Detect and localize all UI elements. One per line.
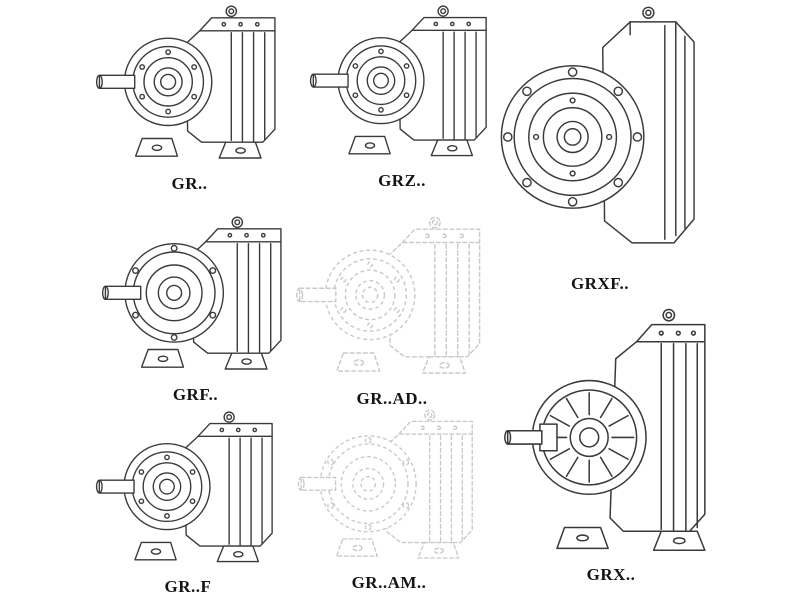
model-label-gr-f: GR..F — [164, 577, 212, 597]
model-label-gr-am: GR..AM.. — [351, 573, 427, 593]
gr-helical-foot-reducer-drawing — [92, 2, 287, 174]
grz-helical-foot-reducer-drawing — [306, 2, 498, 171]
figure-grf: GRF.. — [98, 213, 293, 405]
gr-ad-phantom-reducer-drawing — [292, 213, 492, 389]
grf-flange-input-reducer-drawing — [98, 213, 293, 385]
gr-am-phantom-flange-reducer-drawing — [294, 406, 484, 573]
model-label-grx: GRX.. — [586, 565, 636, 585]
figure-gr-ad: GR..AD.. — [292, 213, 492, 409]
model-label-gr: GR.. — [171, 173, 208, 193]
figure-grx: GRX.. — [502, 300, 720, 585]
model-label-grf: GRF.. — [172, 384, 219, 404]
figure-grxf: GRXF.. — [495, 0, 705, 294]
figure-gr-am: GR..AM.. — [294, 406, 484, 593]
gr-f-helical-foot-reducer-drawing — [92, 408, 284, 577]
figure-gr: GR.. — [92, 2, 287, 194]
model-label-grz: GRZ.. — [378, 171, 426, 191]
grx-large-foot-reducer-drawing — [504, 308, 706, 551]
model-label-gr-ad: GR..AD.. — [356, 389, 428, 409]
figure-gr-f: GR..F — [92, 408, 284, 597]
grxf-flange-mounted-reducer-drawing — [500, 6, 695, 244]
model-label-grxf: GRXF.. — [570, 273, 630, 293]
figure-grz: GRZ.. — [306, 2, 498, 191]
